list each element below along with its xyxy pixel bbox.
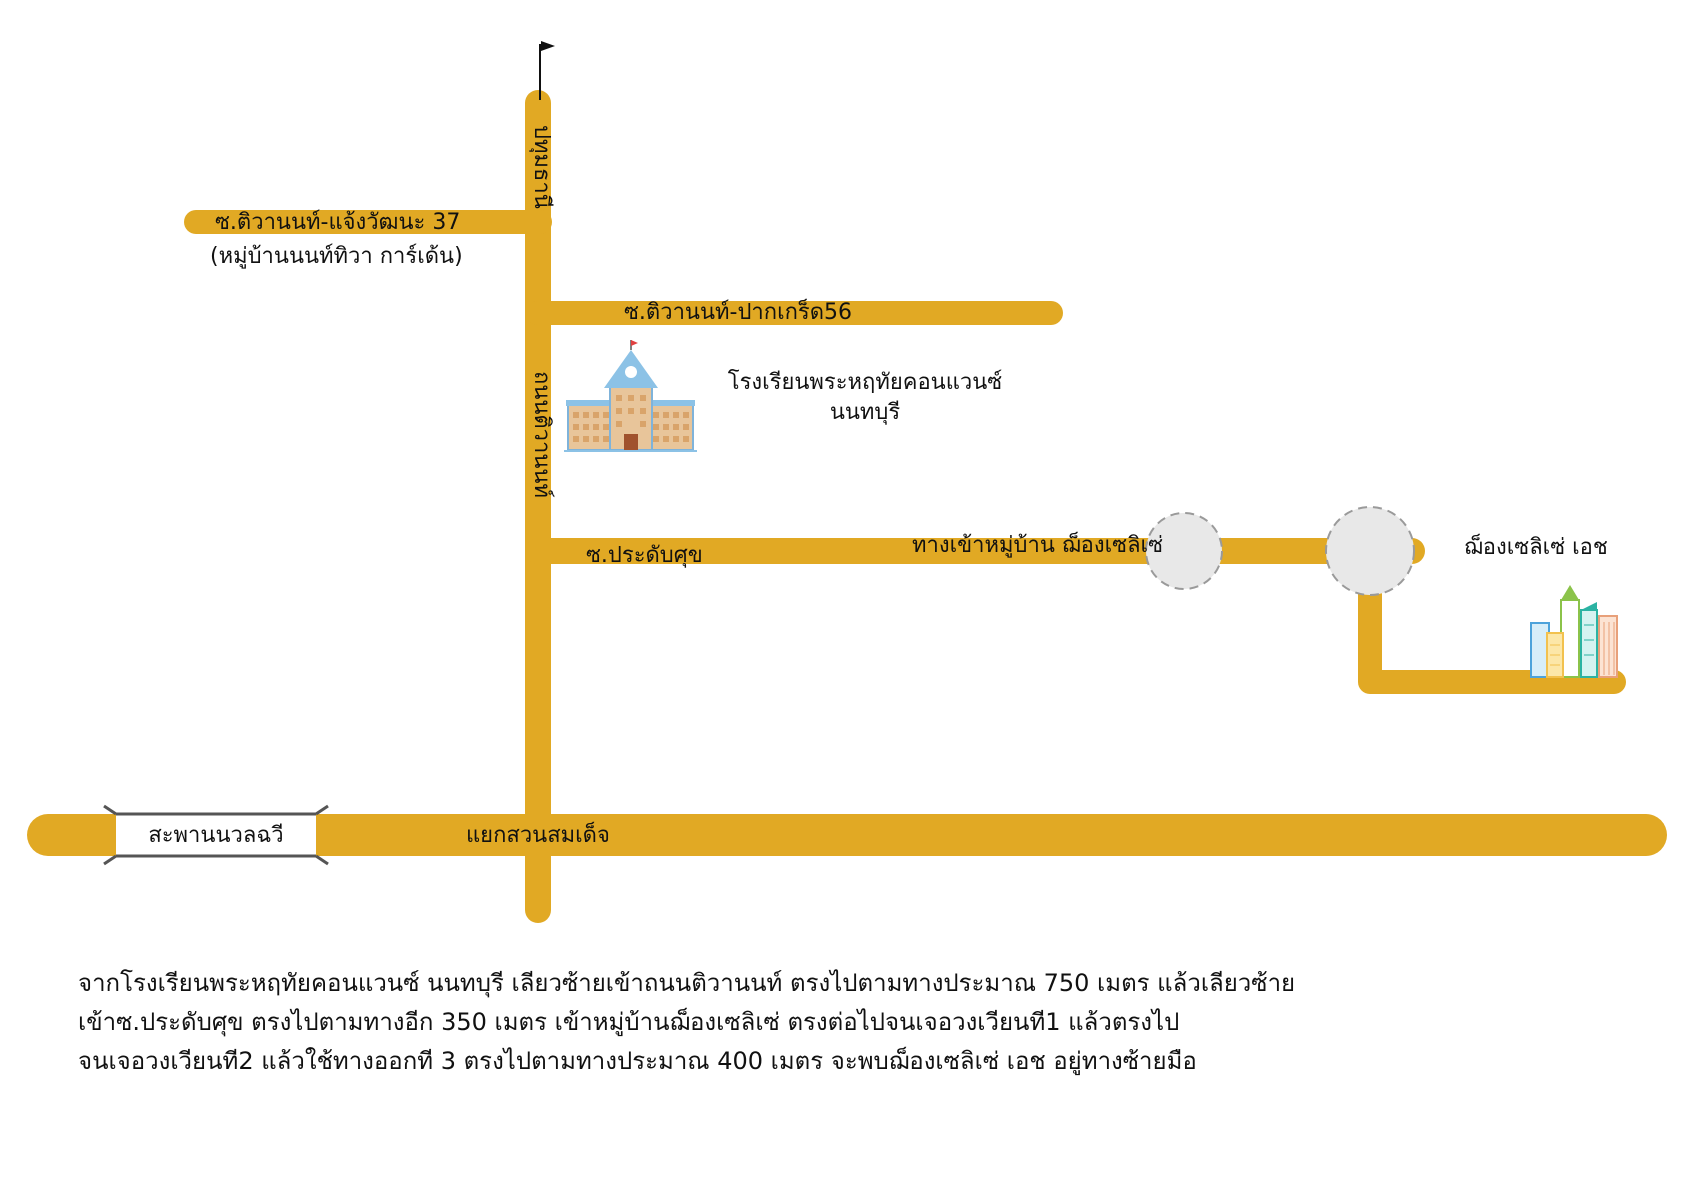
road-label-village-entrance: ทางเข้าหมู่บ้าน ฌ็องเซลิเซ่ — [912, 533, 1164, 558]
school-label-line1: โรงเรียนพระหฤทัยคอนแวนซ์ — [727, 370, 1003, 395]
road-label-soi-56: ซ.ติวานนท์-ปากเกร็ด56 — [624, 300, 853, 325]
flag-icon — [539, 41, 555, 100]
road-label-tiwanon: ถนนติวานนท์ — [529, 371, 554, 498]
road-label-pathum-thani: ปทุมธานี — [529, 125, 554, 209]
directions-line-1: จากโรงเรียนพระหฤทัยคอนแวนซ์ นนทบุรี เลีย… — [78, 969, 1296, 997]
road-label-soi-37-village: (หมู่บ้านนนท์ทิวา การ์เด้น) — [210, 244, 463, 269]
road-label-soi-pradabsuk: ซ.ประดับศุข — [586, 543, 703, 568]
school-building-icon — [564, 340, 697, 452]
road-village-branch — [1358, 578, 1626, 694]
directions-text: จากโรงเรียนพระหฤทัยคอนแวนซ์ นนทบุรี เลีย… — [78, 964, 1638, 1081]
school-label-line2: นนทบุรี — [829, 400, 901, 425]
destination-label: ฌ็องเซลิเซ่ เอช — [1464, 535, 1608, 560]
city-buildings-icon — [1530, 585, 1618, 678]
directions-line-3: จนเจอวงเวียนที2 แล้วใช้ทางออกที 3 ตรงไปต… — [78, 1047, 1197, 1075]
school-label: โรงเรียนพระหฤทัยคอนแวนซ์ นนทบุรี — [715, 372, 1015, 424]
directions-line-2: เข้าซ.ประดับศุข ตรงไปตามทางอีก 350 เมตร … — [78, 1008, 1180, 1036]
road-label-soi-37: ซ.ติวานนท์-แจ้งวัฒนะ 37 — [215, 210, 461, 235]
roundabout-1 — [1145, 512, 1223, 590]
bridge-label: สะพานนวลฉวี — [118, 817, 314, 851]
road-label-intersection: แยกสวนสมเด็จ — [466, 823, 610, 848]
roundabout-2 — [1325, 506, 1415, 596]
